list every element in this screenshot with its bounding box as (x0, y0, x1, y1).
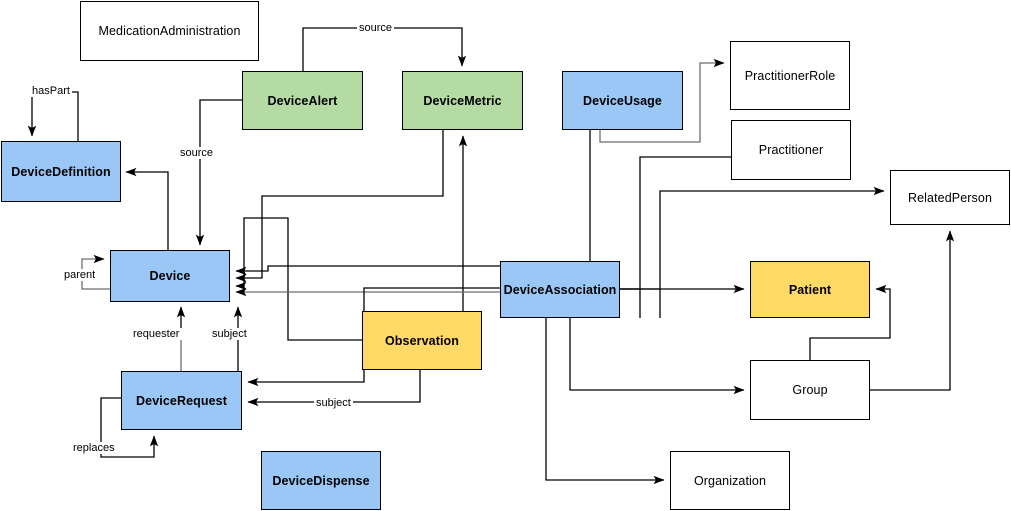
node-label: DeviceRequest (136, 393, 227, 408)
node-related-person[interactable]: RelatedPerson (890, 170, 1010, 225)
node-label: DeviceAlert (267, 93, 338, 108)
node-device-usage[interactable]: DeviceUsage (562, 71, 683, 130)
edge-label-haspart: hasPart (30, 85, 72, 97)
node-practitioner-role[interactable]: PractitionerRole (730, 41, 850, 110)
node-label: PractitionerRole (744, 68, 836, 83)
edge-deviceassociation-to-relatedperson (659, 186, 885, 318)
edge-deviceassociation-to-group (569, 318, 745, 395)
edge-label-source-metric: source (357, 22, 395, 34)
edge-label-parent: parent (62, 269, 98, 281)
edge-deviceusage-to-practitionerrole (599, 58, 725, 143)
edge-group-to-patient (809, 284, 891, 360)
node-organization[interactable]: Organization (670, 451, 790, 510)
edge-deviceassociation-to-practitioner (639, 156, 731, 318)
edge-observation-to-devicerequest (247, 370, 421, 407)
node-device-request[interactable]: DeviceRequest (121, 371, 242, 430)
node-device-association[interactable]: DeviceAssociation (500, 261, 620, 318)
node-label: Patient (788, 282, 832, 297)
edge-devicerequest-replaces-self (100, 397, 159, 458)
edge-device-to-devicedefinition (125, 167, 169, 250)
node-medication-administration[interactable]: MedicationAdministration (80, 1, 259, 61)
node-label: DeviceDefinition (11, 164, 111, 179)
edge-deviceassociation-to-organization (545, 318, 665, 485)
node-device-metric[interactable]: DeviceMetric (402, 71, 523, 130)
edge-devicealert-source-device (195, 99, 242, 246)
node-label: RelatedPerson (908, 190, 992, 205)
edge-devicealert-source-devicemetric (302, 27, 467, 71)
edge-label-subject-device: subject (210, 328, 249, 340)
node-label: Device (149, 269, 191, 283)
edge-label-source-alert: source (178, 147, 216, 159)
edge-label-replaces: replaces (71, 442, 117, 454)
edge-deviceusage-to-device (235, 130, 591, 276)
node-practitioner[interactable]: Practitioner (731, 120, 851, 180)
edge-label-subject-request: subject (314, 397, 353, 409)
node-label: Observation (384, 333, 460, 348)
node-device-alert[interactable]: DeviceAlert (242, 71, 363, 130)
edge-label-requester: requester (131, 328, 182, 340)
edge-devicedefinition-haspart (27, 91, 79, 141)
edge-devicemetric-to-device (235, 130, 444, 283)
node-label: Group (792, 383, 828, 397)
node-device[interactable]: Device (110, 250, 230, 302)
node-label: DeviceMetric (423, 93, 502, 108)
edge-observation-to-device (235, 217, 362, 341)
node-group[interactable]: Group (750, 360, 870, 420)
node-label: Organization (693, 473, 767, 488)
node-patient[interactable]: Patient (750, 261, 870, 318)
edge-group-to-relatedperson (870, 230, 955, 391)
node-device-definition[interactable]: DeviceDefinition (1, 141, 121, 202)
node-device-dispense[interactable]: DeviceDispense (261, 451, 381, 510)
node-label: Practitioner (758, 143, 824, 157)
node-label: DeviceDispense (272, 473, 370, 488)
node-label: DeviceAssociation (503, 282, 617, 297)
node-label: MedicationAdministration (98, 24, 241, 38)
node-observation[interactable]: Observation (362, 311, 482, 370)
node-label: DeviceUsage (583, 93, 662, 108)
